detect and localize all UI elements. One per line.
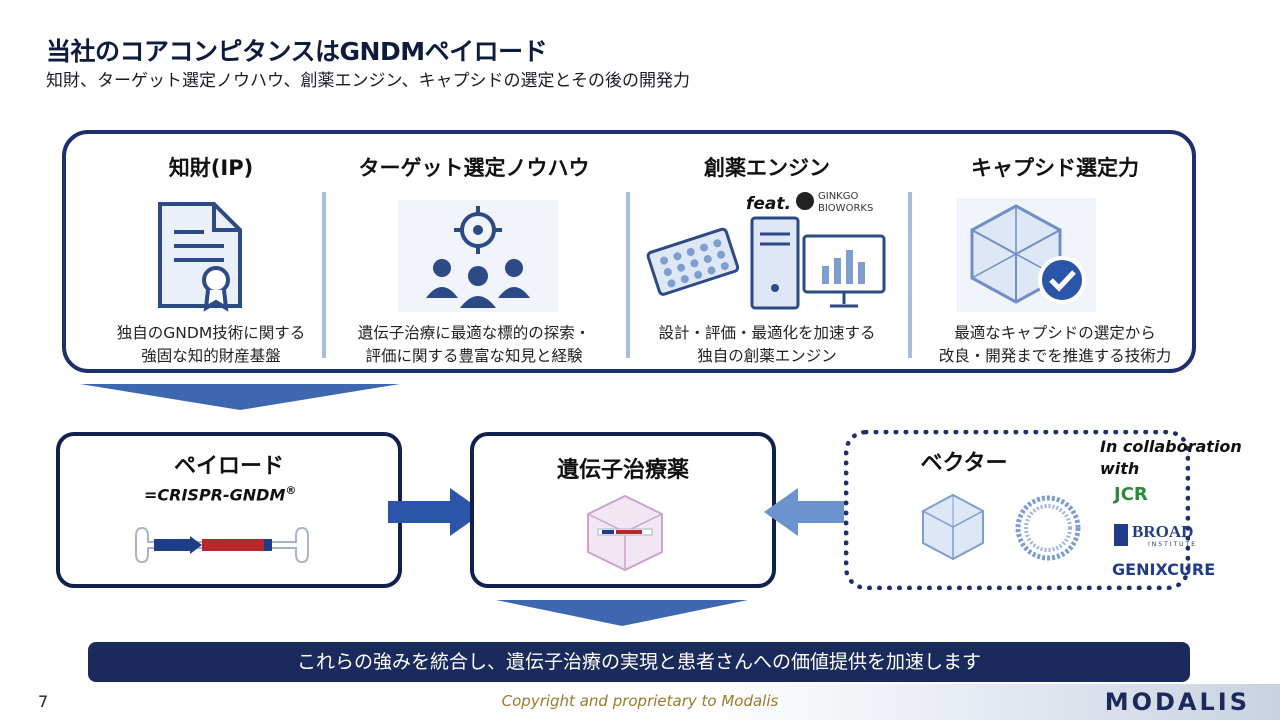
broad-logo-icon <box>1114 524 1128 546</box>
vector-title: ベクター <box>920 451 1008 476</box>
drug-discovery-engine-icon <box>646 216 886 310</box>
divider <box>626 192 630 358</box>
payload-title: ペイロード <box>173 454 284 479</box>
partner-jcr: JCR <box>1114 484 1148 505</box>
brand-logo: MODALIS <box>1104 688 1250 716</box>
right-arrow-icon <box>388 488 484 536</box>
capability-engine: 創薬エンジン feat. GINKGO BIOWORKS <box>632 134 902 373</box>
gene-therapy-capsid-icon <box>587 494 663 572</box>
capability-desc: 設計・評価・最適化を加速する 独自の創薬エンジン <box>658 324 876 365</box>
capability-title: キャプシド選定力 <box>971 156 1139 180</box>
capability-title: 知財(IP) <box>168 156 254 180</box>
footer-strip <box>0 684 1280 720</box>
down-arrow <box>496 600 748 626</box>
capability-target: ターゲット選定ノウハウ 遺伝子治療に最適な標的の探索・ 評価に関する豊富な知見と… <box>328 134 620 373</box>
capsid-check-icon <box>956 198 1096 312</box>
payload-subtitle: =CRISPR-GNDM® <box>144 484 297 505</box>
capability-capsid: キャプシド選定力 最適なキャプシドの選定から 改良・開発までを推進する技術力 <box>914 134 1196 373</box>
partner-ginkgo: GINKGO BIOWORKS <box>818 191 874 214</box>
page-title: 当社のコアコンピタンスはGNDMペイロード <box>46 37 548 66</box>
left-arrow-icon <box>764 488 858 536</box>
crispr-gndm-construct-icon <box>135 526 309 564</box>
partner-genixcure: GENIXCURE <box>1112 560 1216 579</box>
capability-title: ターゲット選定ノウハウ <box>358 156 590 180</box>
capability-desc: 最適なキャプシドの選定から 改良・開発までを推進する技術力 <box>938 324 1172 365</box>
certificate-icon <box>158 202 242 312</box>
copyright-text: Copyright and proprietary to Modalis <box>501 692 779 710</box>
divider <box>908 192 912 358</box>
target-team-icon <box>398 200 558 312</box>
therapy-title: 遺伝子治療薬 <box>556 458 689 483</box>
page-number: 7 <box>38 692 49 711</box>
capability-title: 創薬エンジン <box>704 156 830 180</box>
payload-box: ペイロード =CRISPR-GNDM® <box>56 432 402 588</box>
summary-banner: これらの強みを統合し、遺伝子治療の実現と患者さんへの価値提供を加速します <box>88 642 1190 682</box>
capability-panel: 知財(IP) 独自のGNDM技術に関する 強固な知的財産基盤 ターゲット選定ノウ… <box>62 130 1196 373</box>
capability-desc: 独自のGNDM技術に関する 強固な知的財産基盤 <box>116 324 306 365</box>
lipid-nanoparticle-icon <box>1015 495 1081 561</box>
vector-box: ベクター <box>844 430 1190 590</box>
capability-ip: 知財(IP) 独自のGNDM技術に関する 強固な知的財産基盤 <box>66 134 356 373</box>
capability-desc: 遺伝子治療に最適な標的の探索・ 評価に関する豊富な知見と経験 <box>357 324 591 365</box>
gene-therapy-box: 遺伝子治療薬 <box>470 432 776 588</box>
ginkgo-logo-icon <box>796 192 814 210</box>
down-arrow <box>80 384 400 410</box>
feat-label: feat. <box>746 194 791 214</box>
partner-broad: BROAD INSTITUTE <box>1114 522 1218 550</box>
page-subtitle: 知財、ターゲット選定ノウハウ、創薬エンジン、キャプシドの選定とその後の開発力 <box>46 71 690 91</box>
collaboration-label: In collaboration with <box>1100 437 1242 478</box>
divider <box>322 192 326 358</box>
aav-capsid-icon <box>922 493 984 561</box>
